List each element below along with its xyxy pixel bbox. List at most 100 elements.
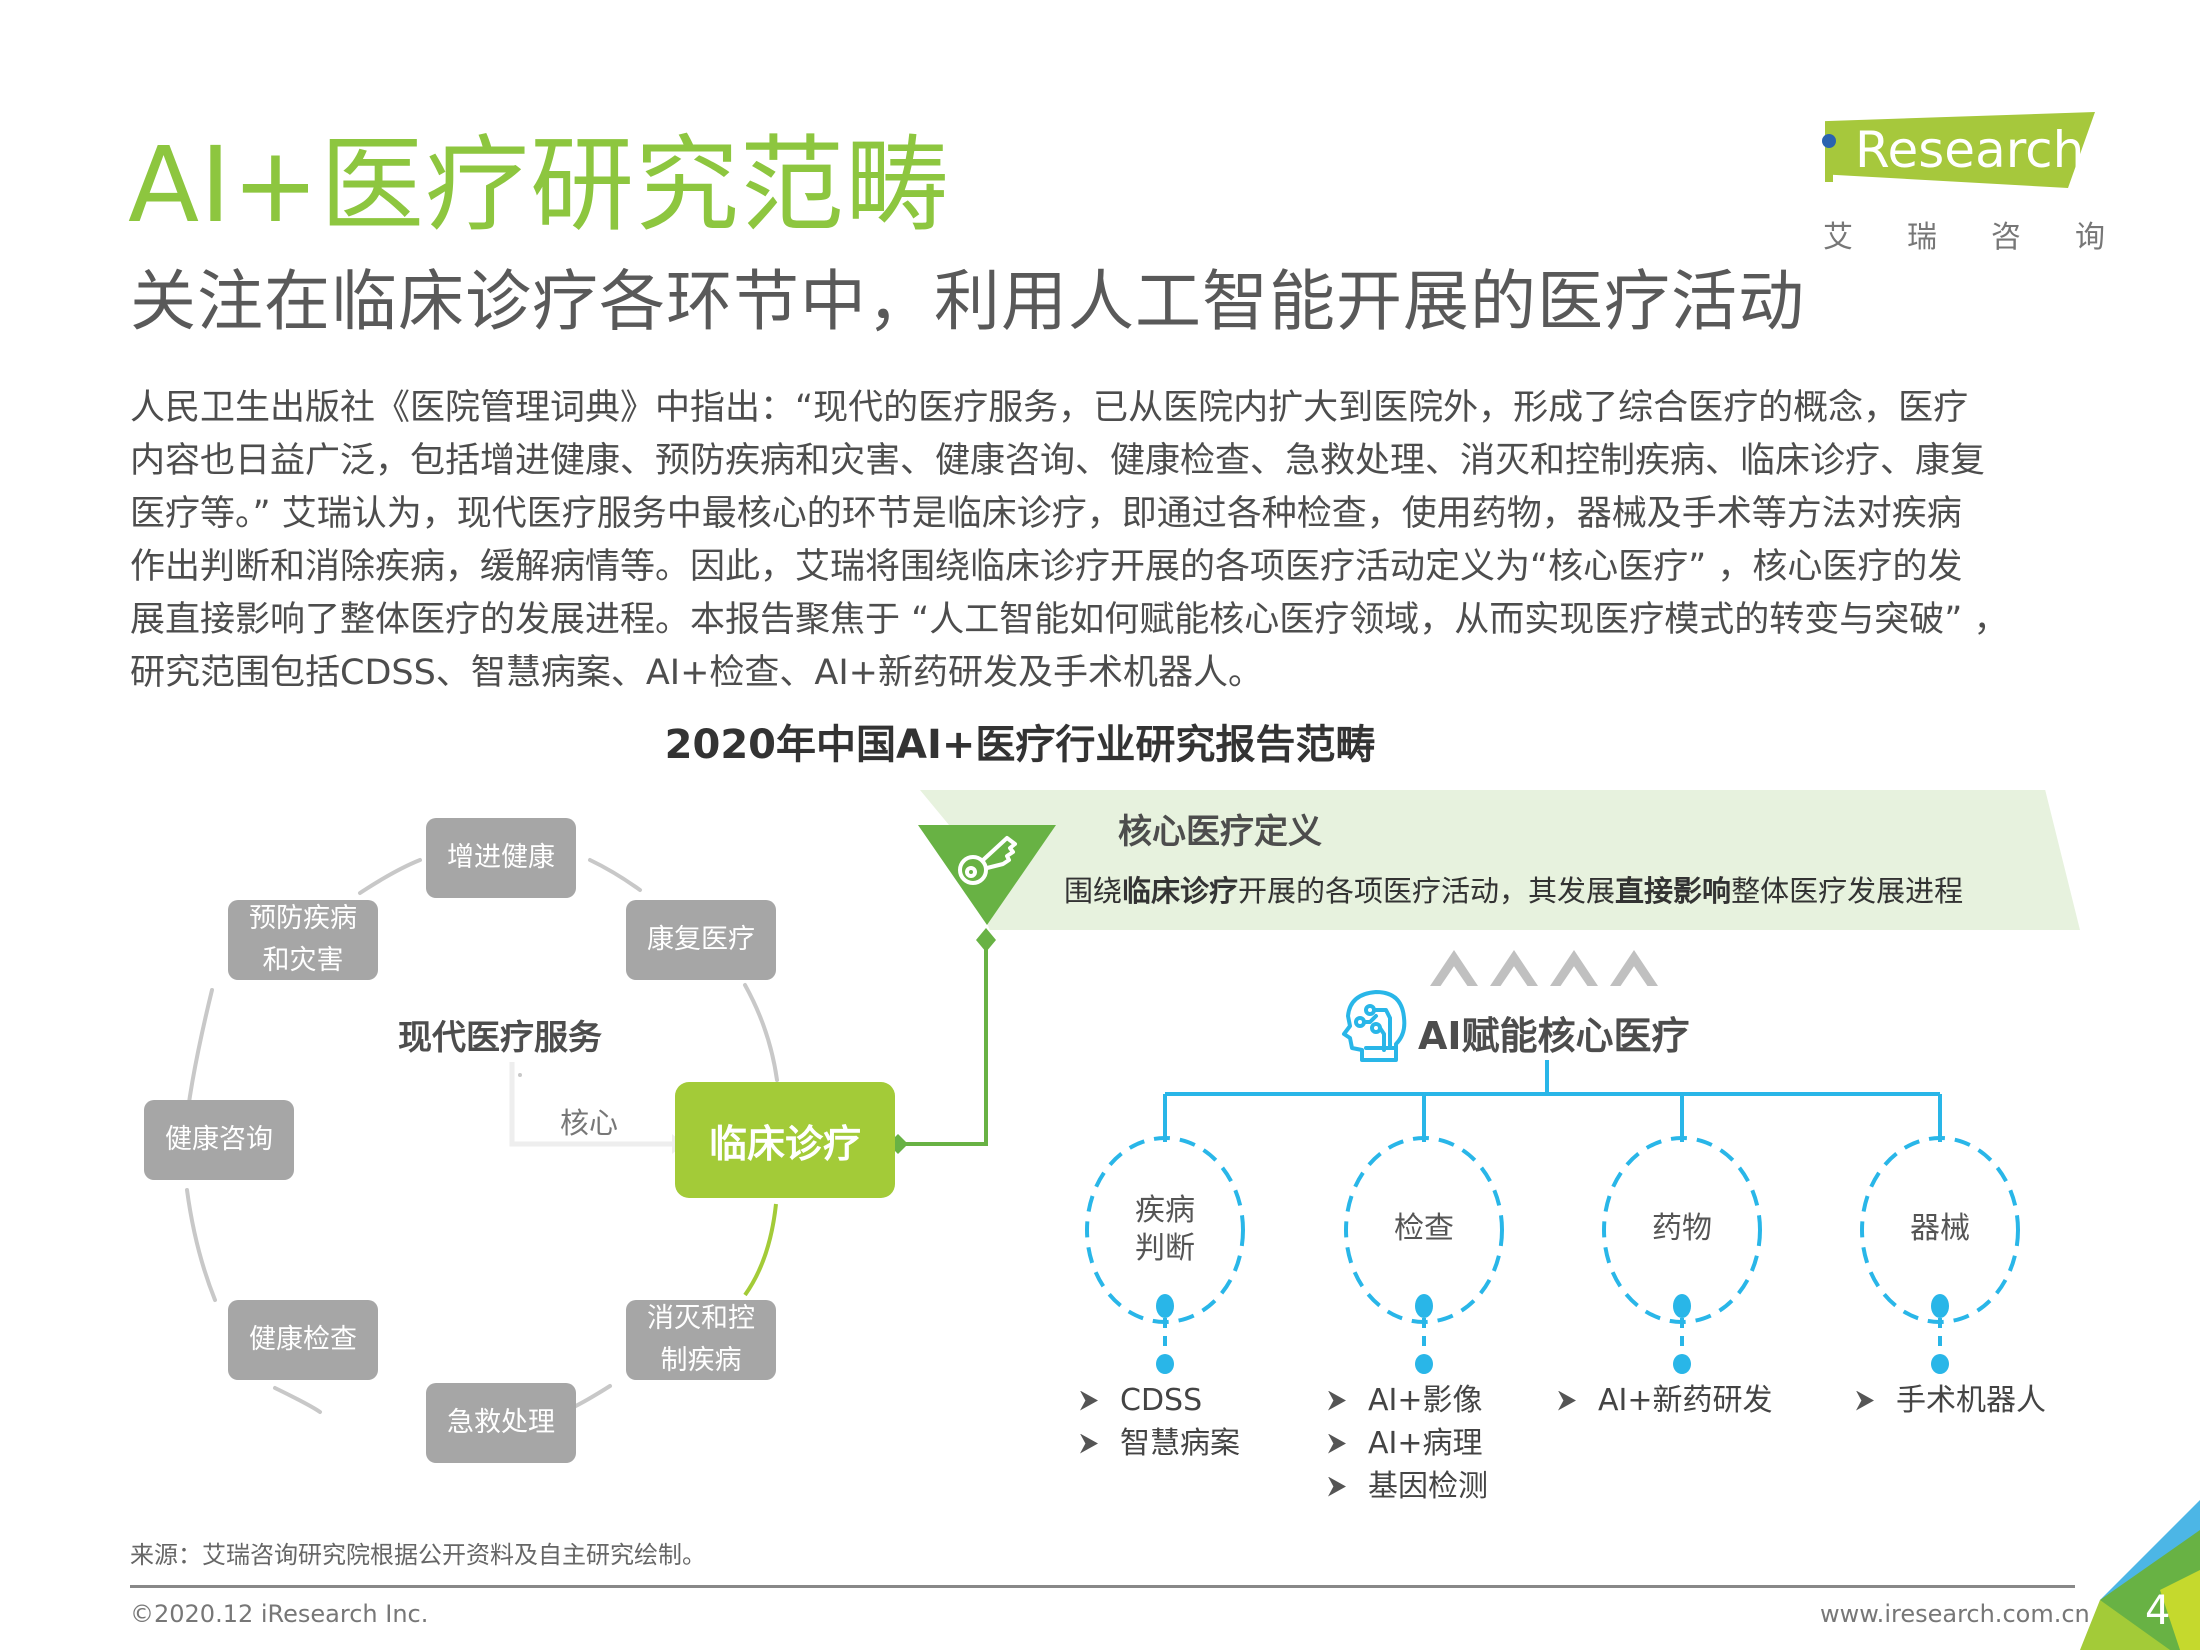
arrow-bullet-icon bbox=[1328, 1390, 1346, 1411]
chevron-up-icon bbox=[1490, 950, 1538, 986]
arrow-bullet-icon bbox=[1080, 1433, 1098, 1454]
service-box-prevention: 预防疾病 和灾害 bbox=[228, 900, 378, 980]
logo-char: 咨 bbox=[1991, 220, 2021, 255]
service-label: 和灾害 bbox=[262, 945, 344, 976]
arrow-bullet-icon bbox=[1558, 1390, 1576, 1411]
service-label: 制疾病 bbox=[660, 1345, 742, 1376]
paragraph-line: 研究范围包括CDSS、智慧病案、AI+检查、AI+新药研发及手术机器人。 bbox=[130, 653, 1264, 693]
arrow-bullet-icon bbox=[1080, 1390, 1098, 1411]
key-icon bbox=[958, 836, 1017, 885]
intro-paragraph: 人民卫生出版社《医院管理词典》中指出：“现代的医疗服务，已从医院内扩大到医院外，… bbox=[130, 382, 2120, 700]
list-item: CDSS bbox=[1080, 1379, 1240, 1422]
list-item: AI+影像 bbox=[1328, 1379, 1488, 1422]
service-label: 预防疾病 bbox=[249, 903, 357, 934]
list-item-text: 手术机器人 bbox=[1896, 1383, 2046, 1418]
logo-char: 艾 bbox=[1823, 220, 1853, 255]
core-box-label: 临床诊疗 bbox=[708, 1121, 861, 1166]
core-arc-green bbox=[743, 1203, 778, 1297]
bullet-list-drugs: AI+新药研发 bbox=[1558, 1379, 1773, 1422]
service-label: 急救处理 bbox=[447, 1407, 555, 1438]
category-disease-diagnosis: 疾病 判断 bbox=[1085, 1192, 1245, 1268]
paragraph-line: 人民卫生出版社《医院管理词典》中指出：“现代的医疗服务，已从医院内扩大到医院外，… bbox=[130, 388, 1969, 428]
logo-chinese-name: 艾 瑞 咨 询 bbox=[1823, 212, 2105, 256]
logo-wordmark: Research bbox=[1855, 121, 2085, 179]
definition-emphasis: 临床诊疗 bbox=[1122, 874, 1239, 908]
category-label: 判断 bbox=[1135, 1231, 1195, 1266]
corner-decoration bbox=[2080, 1500, 2200, 1650]
service-box-checkup: 健康检查 bbox=[228, 1300, 378, 1380]
definition-emphasis: 直接影响 bbox=[1615, 874, 1732, 908]
page-number: 4 bbox=[2145, 1588, 2171, 1634]
service-box-rehab: 康复医疗 bbox=[626, 900, 776, 980]
ai-category-stems bbox=[1163, 1318, 1942, 1354]
ai-tree-lines bbox=[1163, 1060, 1942, 1142]
logo-char: 询 bbox=[2075, 220, 2105, 255]
list-item: 基因检测 bbox=[1328, 1465, 1488, 1508]
category-devices: 器械 bbox=[1860, 1210, 2020, 1248]
category-label: 器械 bbox=[1910, 1211, 1970, 1246]
definition-text: 整体医疗发展进程 bbox=[1731, 874, 1964, 908]
paragraph-line: 作出判断和消除疾病，缓解病情等。因此，艾瑞将围绕临床诊疗开展的各项医疗活动定义为… bbox=[130, 547, 1963, 587]
service-label: 消灭和控 bbox=[647, 1303, 755, 1334]
cycle-center-label: 现代医疗服务 bbox=[398, 1018, 602, 1058]
paragraph-line: 内容也日益广泛，包括增进健康、预防疾病和灾害、健康咨询、健康检查、急救处理、消灭… bbox=[130, 441, 1986, 481]
list-item-text: 智慧病案 bbox=[1120, 1426, 1240, 1461]
paragraph-line: 展直接影响了整体医疗的发展进程。本报告聚焦于 “人工智能如何赋能核心医疗领域，从… bbox=[130, 600, 2009, 640]
diagram-title-text: 2020年中国AI+医疗行业研究报告范畴 bbox=[664, 722, 1376, 768]
bullet-list-examination: AI+影像 AI+病理 基因检测 bbox=[1328, 1379, 1488, 1508]
list-item: AI+病理 bbox=[1328, 1422, 1488, 1465]
arrow-bullet-icon bbox=[1856, 1390, 1874, 1411]
chevron-up-icon bbox=[1430, 950, 1478, 986]
copyright: ©2020.12 iResearch Inc. bbox=[130, 1600, 429, 1628]
chevron-up-icon bbox=[1550, 950, 1598, 986]
list-item-text: AI+病理 bbox=[1368, 1426, 1483, 1461]
page-title: AI+医疗研究范畴 bbox=[128, 124, 950, 246]
paragraph-line: 医疗等。” 艾瑞认为，现代医疗服务中最核心的环节是临床诊疗，即通过各种检查，使用… bbox=[130, 494, 1962, 534]
ai-empower-title: AI赋能核心医疗 bbox=[1418, 1014, 1690, 1058]
list-item: 智慧病案 bbox=[1080, 1422, 1240, 1465]
list-item-text: AI+影像 bbox=[1368, 1383, 1483, 1418]
definition-title: 核心医疗定义 bbox=[1118, 812, 1322, 852]
chevron-up-icon bbox=[1610, 950, 1658, 986]
logo-banner bbox=[1825, 112, 2095, 188]
logo-char: 瑞 bbox=[1907, 220, 1937, 255]
source-note: 来源：艾瑞咨询研究院根据公开资料及自主研究绘制。 bbox=[130, 1541, 706, 1569]
iresearch-logo: Research 艾 瑞 咨 询 bbox=[1815, 112, 2115, 255]
up-chevrons bbox=[1430, 950, 1658, 986]
arrow-bullet-icon bbox=[1328, 1476, 1346, 1497]
core-arrow-label: 核心 bbox=[560, 1106, 619, 1140]
list-item-text: 基因检测 bbox=[1368, 1469, 1488, 1504]
service-box-emergency: 急救处理 bbox=[426, 1383, 576, 1463]
service-box-promote-health: 增进健康 bbox=[426, 818, 576, 898]
definition-description: 围绕临床诊疗开展的各项医疗活动，其发展直接影响整体医疗发展进程 bbox=[1064, 868, 1963, 910]
diagram-title: 2020年中国AI+医疗行业研究报告范畴 bbox=[0, 712, 2200, 770]
ai-head-icon bbox=[1342, 990, 1407, 1062]
service-label: 健康检查 bbox=[249, 1324, 357, 1355]
page-subtitle: 关注在临床诊疗各环节中，利用人工智能开展的医疗活动 bbox=[130, 263, 1805, 340]
service-label: 健康咨询 bbox=[165, 1124, 273, 1155]
definition-banner bbox=[920, 790, 2080, 930]
service-box-consult: 健康咨询 bbox=[144, 1100, 294, 1180]
list-item-text: CDSS bbox=[1120, 1383, 1203, 1418]
website-link[interactable]: www.iresearch.com.cn bbox=[1820, 1600, 2090, 1628]
service-label: 增进健康 bbox=[447, 842, 555, 873]
footer-divider bbox=[130, 1585, 2075, 1588]
service-box-disease-control: 消灭和控 制疾病 bbox=[626, 1300, 776, 1380]
list-item-text: AI+新药研发 bbox=[1598, 1383, 1773, 1418]
category-label: 检查 bbox=[1394, 1211, 1454, 1246]
definition-text: 开展的各项医疗活动，其发展 bbox=[1238, 874, 1616, 908]
service-label: 康复医疗 bbox=[647, 924, 755, 955]
logo-i-stem bbox=[1825, 152, 1833, 182]
list-item: AI+新药研发 bbox=[1558, 1379, 1773, 1422]
category-examination: 检查 bbox=[1344, 1210, 1504, 1248]
arrow-bullet-icon bbox=[1328, 1433, 1346, 1454]
bullet-list-diagnosis: CDSS 智慧病案 bbox=[1080, 1379, 1240, 1465]
bullet-list-devices: 手术机器人 bbox=[1856, 1379, 2046, 1422]
core-to-definition-line bbox=[905, 940, 988, 1146]
connector-diamond-top bbox=[976, 928, 996, 952]
core-box-clinical: 临床诊疗 bbox=[675, 1082, 895, 1198]
list-item: 手术机器人 bbox=[1856, 1379, 2046, 1422]
logo-dot-icon bbox=[1822, 134, 1836, 148]
category-label: 疾病 bbox=[1135, 1193, 1195, 1228]
category-drugs: 药物 bbox=[1602, 1210, 1762, 1248]
